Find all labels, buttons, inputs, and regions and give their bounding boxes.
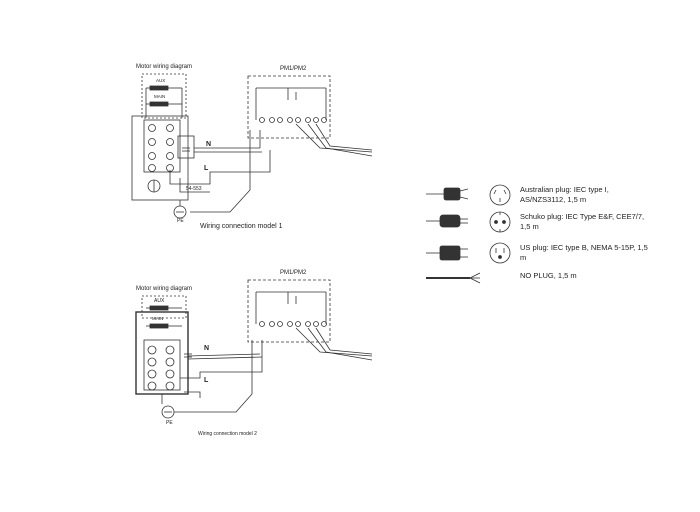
wiring-diagram-model-1 [131, 73, 373, 219]
motor-enclosure-dashed [141, 73, 187, 119]
terminal-strip [143, 339, 181, 391]
australian-plug-icon [426, 184, 511, 206]
legend-australian-plug: Australian plug: IEC type I, AS/NZS3112,… [520, 185, 609, 204]
controller-terminals [259, 117, 327, 123]
aux-winding [149, 305, 169, 311]
aux-label: AUX [156, 78, 165, 83]
motor-enclosure-dashed [141, 295, 187, 319]
legend-no-plug: NO PLUG, 1,5 m [520, 271, 577, 280]
supply-cable-2 [295, 327, 373, 357]
pm-controller-box [247, 75, 331, 139]
main-winding [149, 323, 169, 329]
schuko-plug-icon [426, 211, 511, 233]
main-label: MAIN [154, 94, 165, 99]
line-wire [180, 340, 263, 379]
aux-label: AUX [154, 298, 165, 304]
pe-label: PE [166, 420, 173, 426]
pe-ground-1 [173, 205, 187, 219]
us-plug-icon [426, 242, 511, 264]
range-label: 54-553 [186, 186, 202, 192]
neutral-wire [187, 353, 261, 357]
wiring-diagram-model-2 [135, 279, 373, 419]
main-winding [149, 101, 169, 107]
pe-label: PE [177, 218, 184, 224]
supply-cable-1 [295, 123, 373, 153]
line-label: L [204, 377, 209, 384]
main-label: MAIN [152, 316, 163, 321]
capacitor [177, 135, 195, 159]
no-plug-icon [426, 272, 481, 284]
neutral-label: N [206, 141, 211, 148]
diagram-caption: Wiring connection model 1 [200, 223, 283, 230]
motor-diagram-title: Motor wiring diagram [136, 286, 192, 292]
motor-diagram-title: Motor wiring diagram [136, 64, 192, 70]
controller-title: PM1/PM2 [280, 66, 307, 72]
aux-winding [149, 85, 169, 91]
controller-terminals [259, 321, 327, 327]
motor-terminals [147, 345, 175, 391]
line-wire [169, 150, 271, 185]
legend-us-plug: US plug: IEC type B, NEMA 5-15P, 1,5 m [520, 243, 648, 262]
terminal-strip [143, 119, 181, 173]
diagram-caption: Wiring connection model 2 [198, 431, 257, 437]
motor-terminals [148, 124, 174, 172]
legend-schuko-plug: Schuko plug: IEC Type E&F, CEE7/7, 1,5 m [520, 212, 645, 231]
controller-title: PM1/PM2 [280, 270, 307, 276]
line-label: L [204, 165, 209, 172]
neutral-label: N [204, 345, 209, 352]
pm-controller-box [247, 279, 331, 343]
